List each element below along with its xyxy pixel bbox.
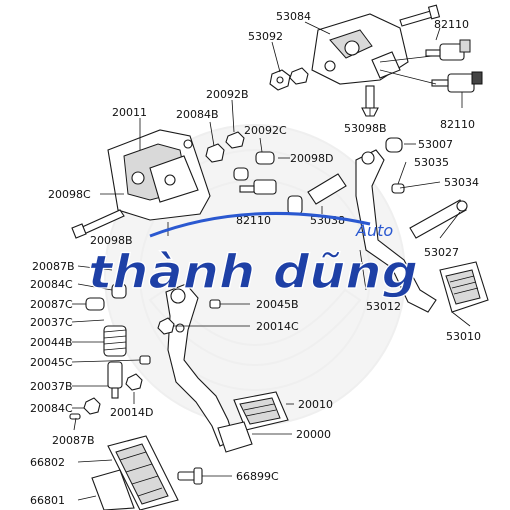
label-20045c: 20045C bbox=[30, 356, 73, 369]
brake-bracket-20011 bbox=[107, 129, 211, 221]
nut-53092 bbox=[269, 69, 291, 91]
bolt-20098c bbox=[71, 209, 125, 239]
pin-53035 bbox=[391, 183, 405, 194]
clip-20084c bbox=[83, 397, 101, 415]
clip-20045c bbox=[139, 355, 151, 365]
nut-53092b bbox=[289, 67, 309, 85]
label-20092b: 20092B bbox=[206, 88, 249, 101]
bracket-66801 bbox=[91, 469, 135, 510]
label-20010: 20010 bbox=[298, 398, 333, 411]
label-20087b: 20087B bbox=[32, 260, 75, 273]
label-53007: 53007 bbox=[418, 138, 453, 151]
nut-20014c bbox=[157, 317, 175, 335]
bushing-20087c bbox=[85, 283, 127, 311]
label-20098c: 20098C bbox=[48, 188, 91, 201]
bushing-5 bbox=[287, 195, 303, 215]
label-66802: 66802 bbox=[30, 456, 65, 469]
clutch-bracket-upper bbox=[311, 13, 409, 85]
switch-82110-low bbox=[239, 179, 277, 195]
brake-pad-20010 bbox=[233, 391, 289, 431]
leader-lines bbox=[71, 21, 471, 501]
label-20087c: 20087C bbox=[30, 298, 73, 311]
bushing-20092c bbox=[233, 151, 275, 181]
pivot-collar-53007 bbox=[385, 137, 403, 153]
spring-20044b bbox=[103, 325, 127, 357]
spring-rod-53027 bbox=[409, 199, 468, 239]
label-20037c: 20037C bbox=[30, 316, 73, 329]
nut-20092b bbox=[225, 131, 245, 149]
label-66899c: 66899C bbox=[236, 470, 279, 483]
label-20084b: 20084B bbox=[176, 108, 219, 121]
label-53034: 53034 bbox=[444, 176, 479, 189]
pad-lower-20000 bbox=[217, 421, 253, 453]
label-82110-a: 82110 bbox=[434, 18, 469, 31]
label-82110-b: 82110 bbox=[440, 118, 475, 131]
bolt-20045b bbox=[209, 299, 221, 309]
brand-logo-text: thành dũng bbox=[88, 245, 418, 299]
bolt-53084 bbox=[399, 4, 441, 27]
label-53084: 53084 bbox=[276, 10, 311, 23]
switch-82110-mid bbox=[431, 71, 483, 93]
label-20098b: 20098B bbox=[90, 234, 133, 247]
nut-20084b bbox=[205, 143, 225, 163]
switch-20037b bbox=[107, 361, 123, 399]
clutch-arm-53012 bbox=[355, 149, 437, 313]
label-53012: 53012 bbox=[366, 300, 401, 313]
sleeve-53038 bbox=[307, 173, 347, 205]
nut-20014d bbox=[125, 373, 143, 391]
label-53092: 53092 bbox=[248, 30, 283, 43]
clutch-pad-53010 bbox=[439, 261, 489, 313]
label-82110-c: 82110 bbox=[236, 214, 271, 227]
label-66801: 66801 bbox=[30, 494, 65, 507]
label-20014d: 20014D bbox=[110, 406, 153, 419]
label-20000: 20000 bbox=[296, 428, 331, 441]
label-20044b: 20044B bbox=[30, 336, 73, 349]
label-53098b: 53098B bbox=[344, 122, 387, 135]
accelerator-pedal-66802 bbox=[107, 435, 179, 510]
switch-82110-top bbox=[425, 39, 471, 61]
label-20014c: 20014C bbox=[256, 320, 299, 333]
pin-20087b bbox=[69, 413, 81, 420]
label-20084c: 20084C bbox=[30, 278, 73, 291]
label-20037b: 20037B bbox=[30, 380, 73, 393]
label-20011: 20011 bbox=[112, 106, 147, 119]
label-53027: 53027 bbox=[424, 246, 459, 259]
label-20084c-2: 20084C bbox=[30, 402, 73, 415]
part-labels: 53084 82110 53092 20092B 82110 53098B 20… bbox=[30, 10, 481, 507]
brand-watermark: thành dũng Auto bbox=[87, 212, 419, 300]
label-20045b: 20045B bbox=[256, 298, 299, 311]
label-53010: 53010 bbox=[446, 330, 481, 343]
brand-swoosh bbox=[149, 212, 371, 238]
bolt-66899c bbox=[177, 467, 203, 485]
brand-logo-small: Auto bbox=[355, 221, 393, 240]
label-20098d: 20098D bbox=[290, 152, 333, 165]
label-53035: 53035 bbox=[414, 156, 449, 169]
label-20087b-2: 20087B bbox=[52, 434, 95, 447]
label-20092c: 20092C bbox=[244, 124, 287, 137]
